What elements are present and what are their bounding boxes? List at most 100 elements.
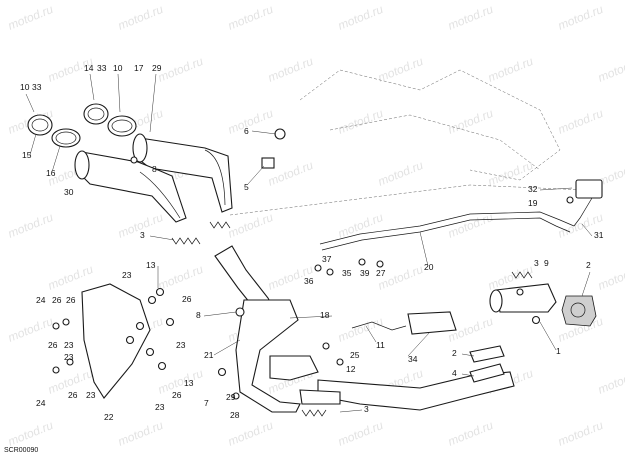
callout-7: 7 [204, 398, 209, 408]
watermark-text: motod.ru [6, 2, 55, 33]
callout-26: 26 [52, 295, 62, 305]
watermark-text: motod.ru [486, 54, 535, 85]
callout-23f: 23 [176, 340, 186, 350]
watermark-text: motod.ru [226, 210, 275, 241]
watermark-text: motod.ru [226, 106, 275, 137]
watermark-text: motod.ru [596, 54, 625, 85]
callout-8b: 8 [196, 310, 201, 320]
watermark-text: motod.ru [446, 2, 495, 33]
watermark-text: motod.ru [336, 418, 385, 449]
callout-18: 18 [320, 310, 330, 320]
muffler-upper [132, 133, 233, 213]
watermark-text: motod.ru [556, 106, 605, 137]
callout-23: 23 [122, 270, 132, 280]
watermark-text: motod.ru [336, 2, 385, 33]
callout-28: 28 [230, 410, 240, 420]
callout-13: 13 [146, 260, 156, 270]
header-pipes [214, 245, 515, 413]
callout-37: 37 [322, 254, 332, 264]
callout-9: 9 [544, 258, 549, 268]
callout-32: 32 [528, 184, 538, 194]
callout-29b: 29 [226, 392, 236, 402]
callout-14: 14 [84, 63, 94, 73]
springs [171, 221, 533, 417]
callout-35: 35 [342, 268, 352, 278]
callout-8: 8 [152, 164, 157, 174]
watermark-text: motod.ru [156, 54, 205, 85]
callout-10: 10 [20, 82, 30, 92]
watermark-text: motod.ru [376, 54, 425, 85]
frame-outline [229, 69, 586, 216]
callout-4: 4 [452, 368, 457, 378]
callout-24b: 24 [36, 398, 46, 408]
callout-21: 21 [204, 350, 214, 360]
callout-23d: 23 [86, 390, 96, 400]
callout-15: 15 [22, 150, 32, 160]
callout-11: 11 [376, 340, 385, 350]
callout-10b: 10 [113, 63, 123, 73]
callout-26c: 26 [48, 340, 58, 350]
callout-2b: 2 [452, 348, 457, 358]
callout-17: 17 [134, 63, 144, 73]
callout-12: 12 [346, 364, 356, 374]
callout-26d: 26 [68, 390, 78, 400]
callout-23c: 23 [64, 352, 74, 362]
watermark-text: motod.ru [6, 418, 55, 449]
heat-shield [81, 283, 151, 399]
watermark-text: motod.ru [556, 2, 605, 33]
cables [319, 179, 603, 331]
callout-20: 20 [424, 262, 434, 272]
callout-3c: 3 [364, 404, 369, 414]
callout-23e: 23 [155, 402, 165, 412]
collector [407, 283, 597, 383]
watermark-text: motod.ru [596, 262, 625, 293]
callout-26e: 26 [172, 390, 182, 400]
callout-30: 30 [64, 187, 74, 197]
callout-3b: 3 [534, 258, 539, 268]
callout-19: 19 [528, 198, 538, 208]
fasteners [52, 128, 574, 400]
watermark-text: motod.ru [336, 106, 385, 137]
watermark-text: motod.ru [596, 366, 625, 397]
watermark-text: motod.ru [266, 54, 315, 85]
callout-27: 27 [376, 268, 386, 278]
callout-26b: 26 [66, 295, 76, 305]
clamp-rings [27, 103, 137, 148]
callout-3: 3 [140, 230, 145, 240]
callout-13b: 13 [184, 378, 194, 388]
callout-29: 29 [152, 63, 162, 73]
watermark-text: motod.ru [226, 418, 275, 449]
callout-22: 22 [104, 412, 114, 422]
watermark-text: motod.ru [336, 210, 385, 241]
watermark-text: motod.ru [6, 210, 55, 241]
callout-24: 24 [36, 295, 46, 305]
callout-2: 2 [586, 260, 591, 270]
watermark-text: motod.ru [156, 262, 205, 293]
watermark-text: motod.ru [446, 418, 495, 449]
watermark-text: motod.ru [116, 2, 165, 33]
diagram-code: SCR00090 [4, 447, 38, 454]
callout-6: 6 [244, 126, 249, 136]
watermark-text: motod.ru [556, 418, 605, 449]
callout-23b: 23 [64, 340, 74, 350]
callout-34: 34 [408, 354, 418, 364]
callout-25: 25 [350, 350, 360, 360]
muffler-lower [74, 150, 187, 223]
callout-26f: 26 [182, 294, 192, 304]
callout-5: 5 [244, 182, 249, 192]
watermark-text: motod.ru [226, 2, 275, 33]
callout-33b: 33 [97, 63, 107, 73]
callout-39: 39 [360, 268, 370, 278]
watermark-text: motod.ru [376, 158, 425, 189]
callout-16: 16 [46, 168, 56, 178]
callout-36: 36 [304, 276, 314, 286]
watermark-text: motod.ru [446, 210, 495, 241]
watermark-text: motod.ru [46, 262, 95, 293]
callout-33: 33 [32, 82, 42, 92]
callout-labels: 10 33 14 33 10 17 29 15 16 30 8 6 5 3 13… [20, 63, 604, 422]
callout-1: 1 [556, 346, 561, 356]
watermark-text: motod.ru [116, 418, 165, 449]
callout-31: 31 [594, 230, 604, 240]
